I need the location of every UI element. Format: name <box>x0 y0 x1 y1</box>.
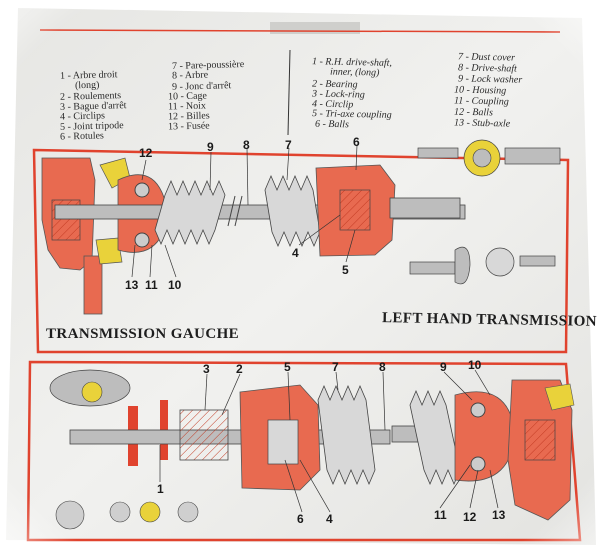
callout-number: 12 <box>463 510 477 524</box>
callout-number: 10 <box>468 358 482 372</box>
callout-number: 4 <box>326 512 333 526</box>
callout-number: 8 <box>243 138 250 152</box>
callout-number: 13 <box>492 508 506 522</box>
callout-number: 7 <box>332 360 339 374</box>
callout-number: 9 <box>207 140 214 154</box>
callout-number: 11 <box>145 278 158 292</box>
caption-french: TRANSMISSION GAUCHE <box>46 326 240 342</box>
callout-number: 6 <box>297 512 304 526</box>
legend-en-item: inner, (long) <box>329 66 380 79</box>
callout-number: 11 <box>434 508 447 522</box>
callout-number: 6 <box>353 135 360 149</box>
callout-number: 1 <box>157 482 164 496</box>
callout-number: 2 <box>236 362 243 376</box>
legend-fr-item: 13 - Fusée <box>167 120 210 133</box>
callout-number: 9 <box>440 360 447 374</box>
legend-fr-item: 8 - Arbre <box>171 69 209 82</box>
legend-fr-item: (long) <box>74 79 100 92</box>
callout-number: 7 <box>285 138 292 152</box>
legend-en-item: 11 - Coupling <box>453 95 509 108</box>
callout-number: 4 <box>292 246 299 260</box>
callout-number: 10 <box>168 278 182 292</box>
callout-number: 3 <box>203 362 210 376</box>
callout-number: 8 <box>379 360 386 374</box>
legend-en-item: 6 - Balls <box>314 118 350 131</box>
callout-number: 5 <box>342 263 349 277</box>
legend-fr-item: 6 - Rotules <box>59 130 105 143</box>
callout-number: 5 <box>284 360 291 374</box>
legend-en-item: 13 - Stub-axle <box>453 117 511 130</box>
callout-number: 12 <box>139 146 153 160</box>
callout-number: 13 <box>125 278 139 292</box>
